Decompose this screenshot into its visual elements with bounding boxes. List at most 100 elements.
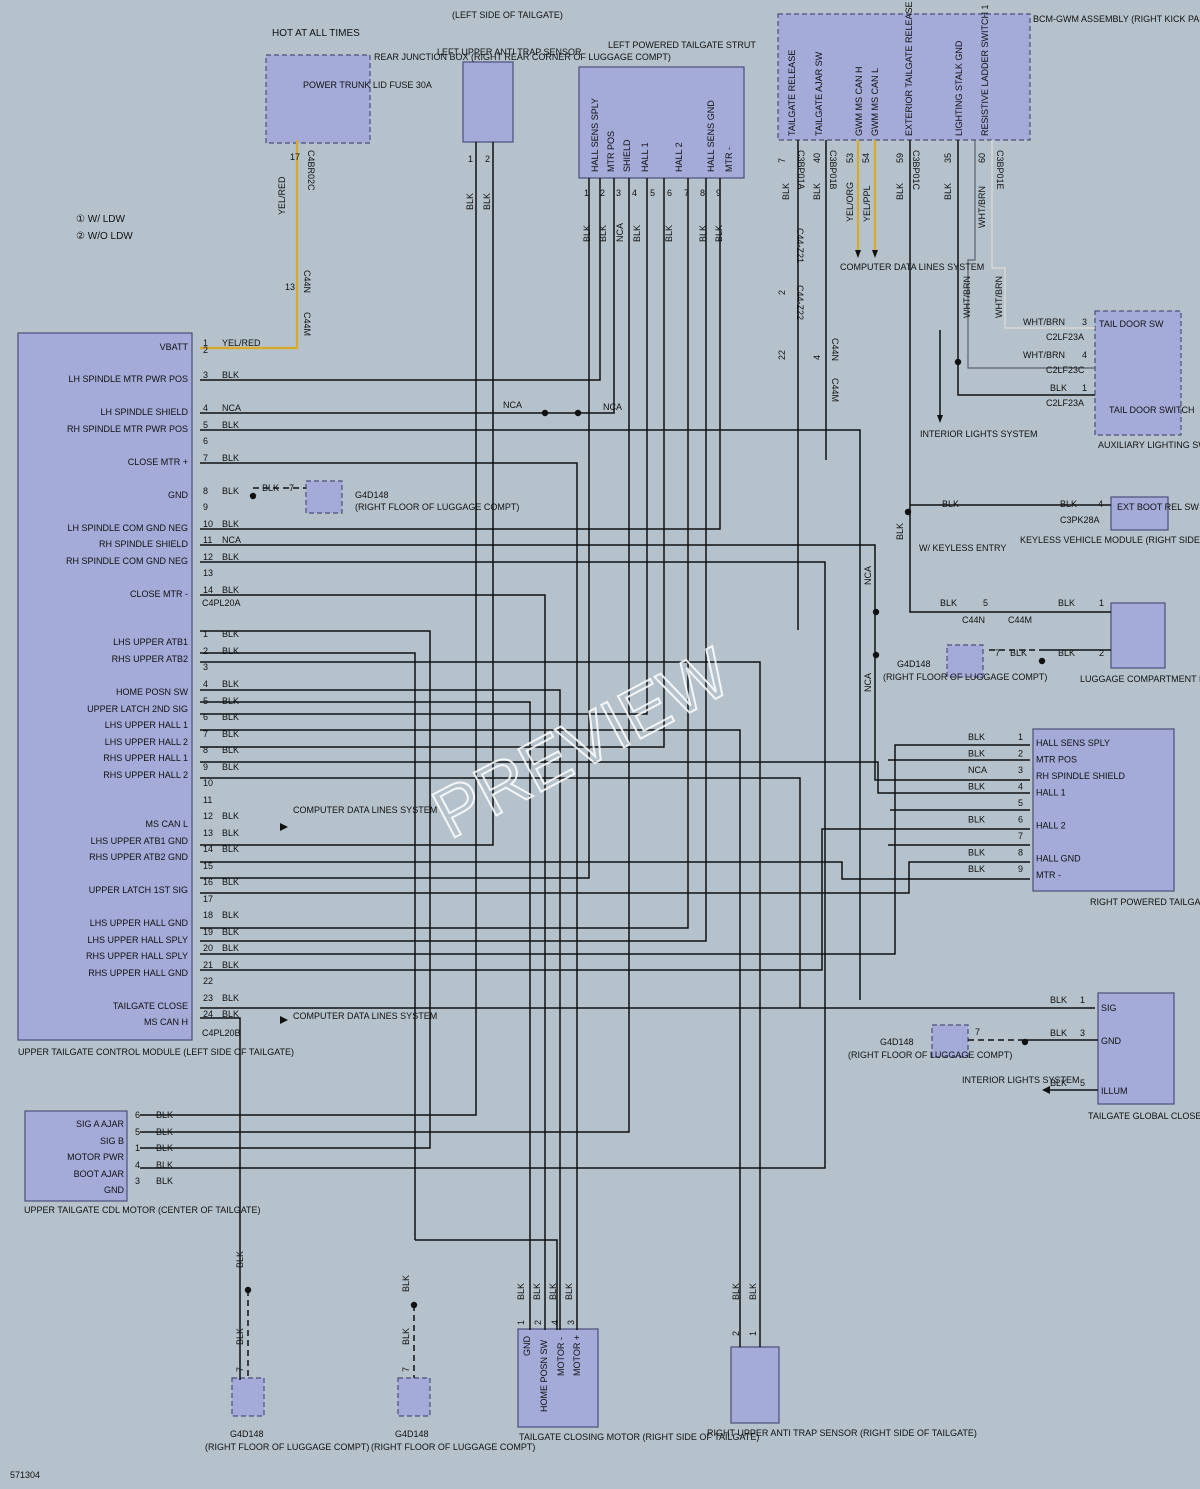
wire-label: NCA [863, 673, 873, 692]
hot-at-all-times: HOT AT ALL TIMES [272, 28, 360, 39]
module-pin-label: RHS UPPER HALL 1 [103, 753, 188, 763]
module-pin-wire: BLK [222, 420, 239, 430]
closing-motor-pin: GND [522, 1336, 532, 1357]
ground-wire: BLK [401, 1328, 411, 1345]
tail-door-wire: WHT/BRN [1023, 317, 1065, 327]
watermark: PREVIEW [420, 633, 742, 853]
module-pin-wire: BLK [222, 762, 239, 772]
closing-motor-section: GND HOME POSN SW MOTOR - MOTOR + 1 2 4 3… [516, 1283, 759, 1442]
module-pin-wire: BLK [222, 745, 239, 755]
module-pin-number: 2 [203, 345, 208, 355]
right-strut-pin-number: 5 [1018, 798, 1023, 808]
module-pin-wire: BLK [222, 828, 239, 838]
wire-label: BLK [532, 1283, 542, 1300]
left-anti-trap-pin-1: 1 [468, 154, 473, 164]
ground-location: (RIGHT FLOOR OF LUGGAGE COMPT) [355, 502, 519, 512]
bcm-pin-number: 40 [812, 153, 822, 163]
right-strut-pin-label: HALL 2 [1036, 821, 1066, 831]
module-pin-number: 19 [203, 927, 213, 937]
ground-location: (RIGHT FLOOR OF LUGGAGE COMPT) [205, 1442, 369, 1452]
module-pin-label: UPPER LATCH 2ND SIG [87, 704, 188, 714]
tail-door-conn: C2LF23A [1046, 398, 1084, 408]
cdl-pin-label: SIG B [100, 1136, 124, 1146]
keyless-switch-label: EXT BOOT REL SW [1117, 502, 1199, 512]
left-anti-trap-location: (LEFT SIDE OF TAILGATE) [452, 10, 563, 20]
bcm-connector: C3BP01A [796, 150, 806, 190]
right-strut-pin-number: 4 [1018, 782, 1023, 792]
tail-door-title: TAIL DOOR SW [1099, 319, 1164, 329]
bcm-pin-number: 54 [861, 153, 871, 163]
inline-connector: C44M [830, 378, 840, 402]
wires [140, 140, 1111, 1380]
arrow-icon [937, 415, 943, 423]
module-pin-number: 9 [203, 502, 208, 512]
module-pin-wire: BLK [222, 486, 239, 496]
module-pin-wire: NCA [222, 403, 241, 413]
ground-pin: 7 [975, 1027, 980, 1037]
left-strut-pin-number: 5 [650, 188, 655, 198]
aux-lighting-switch-label: AUXILIARY LIGHTING SWITCH [1098, 440, 1200, 450]
cdl-pin-wire: BLK [156, 1127, 173, 1137]
left-anti-trap-pin-2: 2 [485, 154, 490, 164]
closing-motor-num: 1 [516, 1320, 526, 1325]
module-pin-label: RHS UPPER HALL SPLY [86, 951, 188, 961]
arrow-icon [280, 1016, 288, 1024]
right-strut-pin-number: 1 [1018, 732, 1023, 742]
cdl-pin-number: 3 [135, 1176, 140, 1186]
c44n-label: C44N [302, 270, 312, 293]
module-pin-label: RHS UPPER HALL GND [88, 968, 188, 978]
bcm-wire: BLK [812, 183, 822, 200]
left-strut-pin-label: HALL 1 [640, 142, 650, 172]
global-close-pin-wire: BLK [1050, 1028, 1067, 1038]
closing-motor-title: TAILGATE CLOSING MOTOR (RIGHT SIDE OF TA… [519, 1432, 759, 1442]
right-anti-trap-pin: 1 [748, 1331, 758, 1336]
global-close-pin-number: 5 [1080, 1078, 1085, 1088]
wire-blk: BLK [482, 193, 492, 210]
wire-label: NCA [603, 402, 622, 412]
module-pin-number: 12 [203, 552, 213, 562]
module-pin-wire: BLK [222, 960, 239, 970]
bcm-pin-label: LIGHTING STALK GND [954, 40, 964, 136]
left-strut-box [578, 66, 745, 179]
cdl-pin-number: 5 [135, 1127, 140, 1137]
inline-connector: C44N [830, 338, 840, 361]
cdl-pin-label: MOTOR PWR [67, 1152, 124, 1162]
cdl-motor-box [24, 1110, 128, 1202]
module-pin-number: 16 [203, 877, 213, 887]
module-pin-wire: BLK [222, 943, 239, 953]
module-pin-label: LHS UPPER HALL 2 [105, 737, 188, 747]
tail-door-switch-label: TAIL DOOR SWITCH [1109, 405, 1195, 415]
inline-connector: C44-Z21 [795, 228, 805, 263]
module-pin-number: 5 [203, 696, 208, 706]
fuse-pin: 17 [290, 152, 300, 162]
left-strut-title: LEFT POWERED TAILGATE STRUT [608, 40, 756, 50]
cdl-pin-label: GND [104, 1185, 125, 1195]
tail-door-conn: C2LF23C [1046, 365, 1085, 375]
global-close-switch-box [1097, 992, 1175, 1105]
right-strut-pin-wire: BLK [968, 782, 985, 792]
global-close-title: TAILGATE GLOBAL CLOSE SWITCH (CENTER OF … [1088, 1111, 1200, 1121]
module-pin-number: 18 [203, 910, 213, 920]
c44m-label: C44M [302, 312, 312, 336]
right-strut-pin-number: 7 [1018, 831, 1023, 841]
inline-pin: 2 [777, 290, 787, 295]
left-strut-pin-label: SHIELD [622, 139, 632, 172]
left-strut-pin-number: 7 [684, 188, 689, 198]
bcm-wire: WHT/BRN [962, 276, 972, 318]
module-pin-number: 14 [203, 585, 213, 595]
keyless-module-box [1110, 496, 1169, 531]
wire-label: BLK [548, 1283, 558, 1300]
luggage-switch-title: LUGGAGE COMPARTMENT RELEASE SWITCH [1080, 674, 1200, 684]
ground-g4d148-icon [305, 480, 343, 514]
figure-id: 571304 [10, 1470, 40, 1480]
right-strut-pin-wire: BLK [968, 749, 985, 759]
left-strut-pin-number: 4 [632, 188, 637, 198]
inline-pin: 22 [777, 350, 787, 360]
module-pin-wire: BLK [222, 679, 239, 689]
cdl-pin-number: 4 [135, 1160, 140, 1170]
global-close-pin-number: 3 [1080, 1028, 1085, 1038]
bcm-wire: WHT/BRN [977, 186, 987, 228]
right-strut-pin-label: MTR POS [1036, 755, 1077, 765]
module-pin-wire: BLK [222, 877, 239, 887]
